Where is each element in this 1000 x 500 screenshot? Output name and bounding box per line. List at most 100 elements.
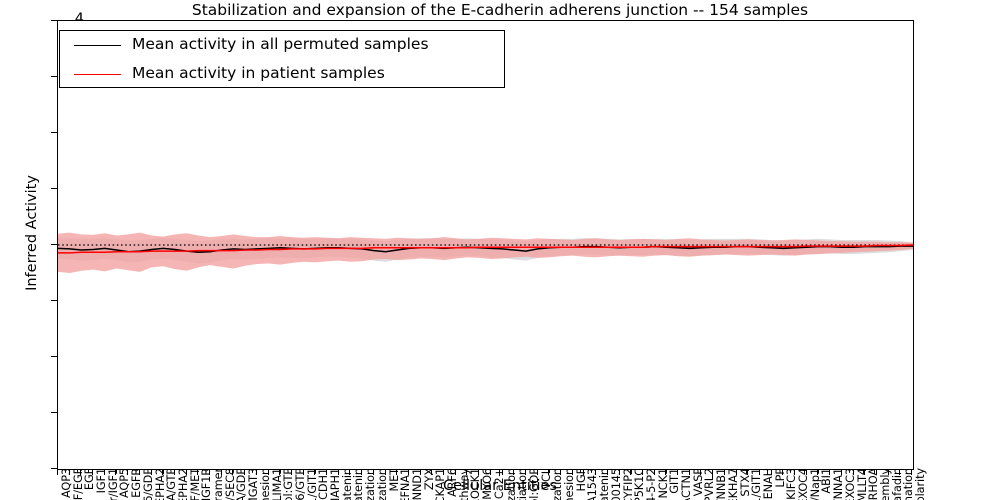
x-tick-label: mol:GTP — [282, 468, 296, 500]
x-tick-mark — [583, 470, 585, 475]
x-tick-mark — [794, 470, 795, 475]
x-tick-mark — [700, 470, 702, 475]
y-tick-mark — [51, 132, 57, 133]
legend-color-swatch — [74, 45, 121, 46]
y-tick-mark — [51, 20, 57, 21]
x-tick-mark — [127, 470, 129, 475]
x-tick-mark — [466, 470, 468, 475]
x-axis-label: Cellular Entities — [442, 478, 558, 494]
x-tick-label: E-cadherin/Ca2+/beta catenin/alpha caten… — [598, 468, 611, 500]
x-tick-mark — [712, 470, 714, 475]
x-tick-mark — [279, 470, 281, 475]
x-tick-mark — [431, 470, 433, 475]
x-tick-mark — [103, 470, 105, 475]
x-tick-mark — [314, 470, 316, 475]
x-tick-mark — [244, 470, 246, 475]
x-tick-mark — [57, 470, 58, 475]
legend-item[interactable]: Mean activity in patient samples — [60, 60, 504, 89]
x-tick-label: IGF1 — [95, 468, 109, 494]
x-tick-label: EGF — [83, 468, 97, 491]
x-tick-mark — [770, 470, 772, 475]
plot-svg — [58, 232, 913, 273]
x-tick-label: mol:PI-4-5-P2 — [645, 468, 658, 500]
x-tick-mark — [349, 470, 351, 475]
y-tick-mark — [51, 412, 57, 413]
x-tick-mark — [478, 470, 480, 475]
x-tick-label: IGF1R — [200, 468, 214, 500]
legend-color-swatch — [74, 74, 121, 75]
x-tick-mark — [548, 470, 550, 475]
permuted-mean-line — [58, 245, 913, 254]
x-tick-label: AQP3 — [60, 468, 73, 499]
x-tick-mark — [173, 470, 175, 475]
x-tick-label: KIFC3 — [785, 468, 799, 500]
x-tick-label: CTNNA1 — [832, 468, 846, 500]
x-tick-label: PLEKHA7 — [726, 468, 740, 500]
x-tick-label: IGF-1R heterotetramer — [212, 468, 225, 500]
x-tick-label: DIAPH1 — [329, 468, 343, 500]
x-tick-mark — [384, 470, 386, 475]
x-tick-mark — [501, 470, 503, 475]
x-tick-mark — [840, 470, 842, 475]
y-tick-mark — [51, 244, 57, 245]
x-tick-label: ARF6 — [446, 468, 460, 497]
x-tick-label: NCKAP1 — [434, 468, 448, 500]
x-tick-label: CTNNB1 — [715, 468, 729, 500]
x-tick-mark — [80, 470, 82, 475]
y-tick-mark — [51, 356, 57, 357]
x-tick-label: PIP5K1C — [633, 468, 647, 500]
x-tick-label: EGFR — [130, 468, 144, 498]
y-tick-mark — [51, 188, 57, 189]
y-tick-mark — [51, 300, 57, 301]
x-tick-mark — [911, 470, 912, 475]
x-tick-label: GO:0000145 — [610, 468, 623, 500]
y-tick-mark — [51, 76, 57, 77]
x-tick-label: cortical actin cytoskeleton stabilizatio… — [376, 468, 389, 500]
x-tick-mark — [396, 470, 398, 475]
x-tick-mark — [782, 470, 784, 475]
x-tick-label: CTNND1 — [410, 468, 424, 500]
y-axis-label: Inferred Activity — [24, 175, 40, 291]
x-tick-mark — [443, 470, 445, 475]
x-tick-mark — [665, 470, 667, 475]
x-tick-mark — [209, 470, 211, 475]
x-tick-mark — [138, 470, 140, 475]
x-tick-mark — [875, 470, 877, 475]
x-tick-mark — [805, 470, 807, 475]
x-tick-label: mol:Ca2+ — [492, 468, 506, 500]
x-tick-label: RhoA/GTP — [165, 468, 179, 500]
x-tick-mark — [220, 470, 222, 475]
x-tick-mark — [641, 470, 643, 475]
x-tick-mark — [829, 470, 831, 475]
x-tick-mark — [560, 470, 562, 475]
plot-area — [57, 20, 914, 470]
x-tick-mark — [337, 470, 339, 475]
x-tick-mark — [361, 470, 363, 475]
x-tick-mark — [92, 470, 94, 475]
legend-item-label: Mean activity in all permuted samples — [132, 35, 429, 53]
x-tick-mark — [302, 470, 304, 475]
x-tick-mark — [723, 470, 725, 475]
x-tick-label: ENAH — [761, 468, 775, 500]
patient-confidence-band — [58, 232, 913, 273]
x-tick-mark — [68, 470, 70, 475]
x-tick-label: mol:GDP — [527, 468, 541, 500]
x-tick-label: EXOC4 — [797, 468, 810, 500]
legend-item[interactable]: Mean activity in all permuted samples — [60, 31, 504, 60]
x-tick-label: regulation of calcium-dependent cell-cel… — [259, 468, 272, 500]
x-tick-mark — [419, 470, 421, 475]
x-tick-mark — [536, 470, 538, 475]
x-tick-label: ARF6/GTP — [293, 468, 307, 500]
x-tick-mark — [372, 470, 374, 475]
x-tick-mark — [150, 470, 152, 475]
x-tick-label: MGAT3 — [247, 468, 261, 500]
x-tick-mark — [864, 470, 866, 475]
x-tick-mark — [653, 470, 655, 475]
x-tick-mark — [524, 470, 526, 475]
legend-item-label: Mean activity in patient samples — [132, 64, 385, 82]
x-tick-mark — [887, 470, 889, 475]
x-tick-mark — [747, 470, 749, 475]
x-tick-mark — [852, 470, 854, 475]
x-tick-mark — [571, 470, 573, 475]
